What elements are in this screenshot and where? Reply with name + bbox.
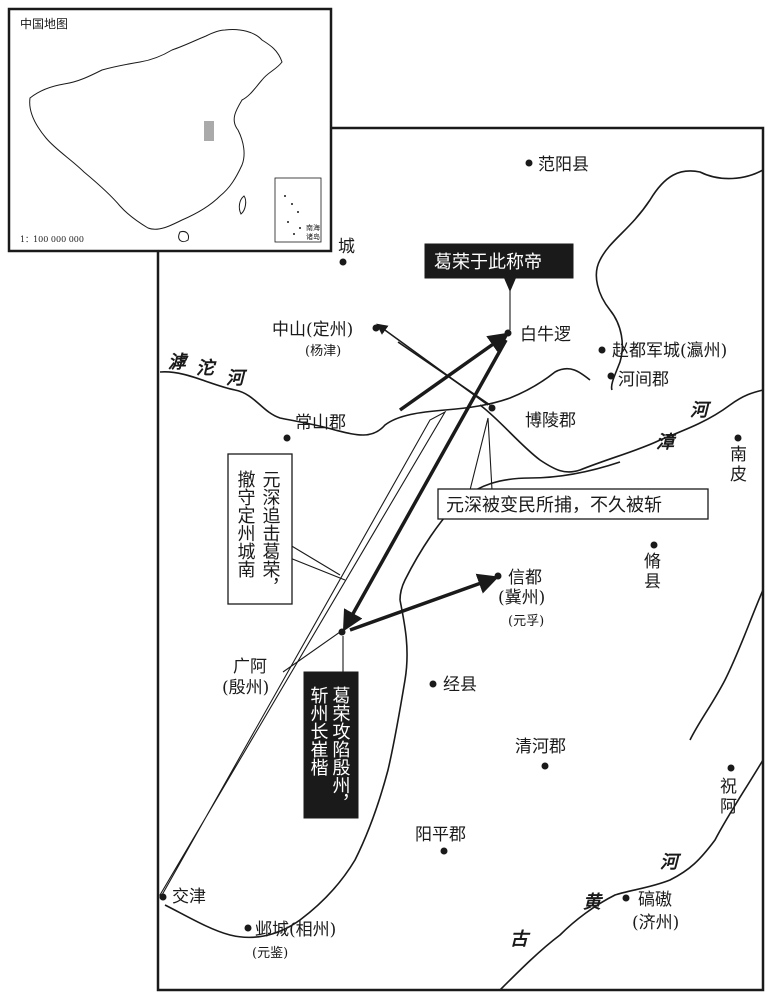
- annotation-capture-col1: 葛荣攻陷殷州，: [330, 686, 351, 812]
- annotation-pursue-col1: 元深追击葛荣，: [260, 470, 281, 596]
- inset-highlight: [204, 121, 214, 141]
- label-yuanjian: (元鉴): [252, 946, 288, 961]
- label-yangping: 阳平郡: [415, 825, 466, 845]
- zhang-river-upper: [479, 389, 764, 473]
- dot-top-left-city: [339, 258, 347, 266]
- dot-bailuo: [504, 329, 512, 337]
- dot-yangping: [440, 847, 448, 855]
- label-qiaoao-2: (济州): [632, 913, 679, 933]
- zhang-river-lower: [459, 461, 621, 501]
- pursuit-band: [159, 410, 447, 896]
- label-jingxian: 经县: [443, 675, 477, 695]
- movement-arrows: [342, 323, 510, 632]
- annotation-pursue-col2: 撤守定州城南: [235, 470, 256, 578]
- label-fanyang: 范阳县: [538, 155, 589, 175]
- dot-jingxian: [429, 680, 437, 688]
- place-dots: [159, 159, 742, 932]
- river-zhang-2: 漳: [656, 432, 677, 453]
- place-labels: 范阳县 城 白牛逻 中山(定州) (杨津) 赵都军城(瀛州) 河间郡 博陵郡 常…: [172, 155, 747, 961]
- dot-changshan: [283, 434, 291, 442]
- dot-boling: [488, 404, 496, 412]
- inset-title: 中国地图: [20, 16, 68, 31]
- coastline: [595, 169, 764, 391]
- arrow-bailuo-to-guange: [342, 339, 508, 632]
- label-yecheng: 邺城(相州): [255, 920, 336, 940]
- arrow-guange-to-xindu: [349, 573, 499, 632]
- label-nanpi-1: 南: [730, 445, 747, 465]
- annotation-proclaim: 葛荣于此称帝: [424, 243, 574, 292]
- label-zhongshan: 中山(定州): [272, 320, 353, 340]
- label-guange-1: 广阿: [233, 657, 267, 677]
- label-qiaoao-1: 碻磝: [638, 890, 672, 910]
- river-labels: 滹 沱 河 河 漳 河 黄 古: [168, 352, 712, 950]
- label-xiuxian-2: 县: [644, 572, 661, 592]
- annotation-capture: 葛荣攻陷殷州， 斩州长崔楷: [303, 671, 359, 819]
- leader-lines: [282, 278, 511, 675]
- ancient-yellow-river: [164, 599, 408, 939]
- main-map-frame: [156, 126, 765, 992]
- river-huang-3: 古: [510, 929, 531, 950]
- right-river: [689, 589, 764, 741]
- dot-fanyang: [525, 159, 533, 167]
- river-hutuo-1: 滹: [168, 352, 189, 373]
- annotation-captured: 元深被变民所捕，不久被斩: [437, 488, 709, 520]
- hainan-island: [178, 231, 189, 243]
- pursuit-band-shape: [159, 410, 447, 896]
- river-huang-2: 黄: [583, 892, 604, 913]
- river-zhang-1: 河: [690, 400, 712, 421]
- dot-nanpi: [734, 434, 742, 442]
- label-top-left-city: 城: [338, 237, 355, 257]
- annotation-captured-text: 元深被变民所捕，不久被斩: [446, 495, 662, 516]
- label-zhua-1: 祝: [720, 777, 737, 797]
- inset-sea-label-1: 南海: [306, 223, 320, 232]
- label-bailuo: 白牛逻: [520, 325, 571, 345]
- label-jiaojin: 交津: [172, 887, 206, 907]
- river-lines: [159, 169, 764, 991]
- label-yuanfu: (元孚): [508, 614, 544, 629]
- inset-scale: 1：100 000 000: [20, 235, 84, 244]
- inset-sea-label-2: 诸岛: [306, 232, 320, 241]
- inset-map: 中国地图 南海 诸岛 1：100 000 000: [7, 7, 333, 253]
- label-zhaodu: 赵都军城(瀛州): [612, 340, 727, 361]
- dot-zhaodu: [598, 346, 606, 354]
- dot-xiuxian: [650, 541, 658, 549]
- label-changshan: 常山郡: [295, 413, 346, 433]
- label-boling: 博陵郡: [525, 411, 576, 431]
- river-hutuo-2: 沱: [196, 358, 217, 379]
- dot-jiaojin: [159, 893, 167, 901]
- label-xiuxian-1: 脩: [644, 552, 661, 572]
- dot-zhua: [727, 764, 735, 772]
- dot-xindu: [494, 572, 502, 580]
- inset-sea-box: [274, 177, 322, 243]
- river-hutuo-3: 河: [226, 368, 248, 389]
- label-xindu-1: 信都: [508, 568, 542, 588]
- arrow-boling-to-bailuo: [398, 332, 510, 412]
- dot-guange: [338, 628, 346, 636]
- label-qinghe: 清河郡: [515, 737, 566, 757]
- dot-zhongshan: [372, 324, 380, 332]
- dot-qinghe: [541, 762, 549, 770]
- yellow-river-right: [499, 759, 764, 991]
- dot-yecheng: [244, 924, 252, 932]
- dot-qiaoao: [622, 894, 630, 902]
- taiwan-island: [238, 195, 247, 215]
- label-nanpi-2: 皮: [730, 465, 747, 485]
- china-outline: [29, 29, 283, 230]
- label-guange-2: (殷州): [222, 678, 269, 698]
- line-zhongshan-to-boling: [397, 341, 491, 406]
- annotation-pursue: 元深追击葛荣， 撤守定州城南: [227, 453, 293, 605]
- label-zhua-2: 阿: [720, 797, 737, 817]
- label-hejian: 河间郡: [618, 370, 669, 390]
- dot-hejian: [607, 372, 615, 380]
- hutuo-river: [159, 367, 591, 436]
- annotation-proclaim-text: 葛荣于此称帝: [434, 252, 542, 273]
- annotation-capture-col2: 斩州长崔楷: [308, 686, 329, 776]
- river-huang-1: 河: [660, 852, 682, 873]
- label-yangjin: (杨津): [305, 344, 341, 359]
- label-xindu-2: (冀州): [498, 588, 545, 608]
